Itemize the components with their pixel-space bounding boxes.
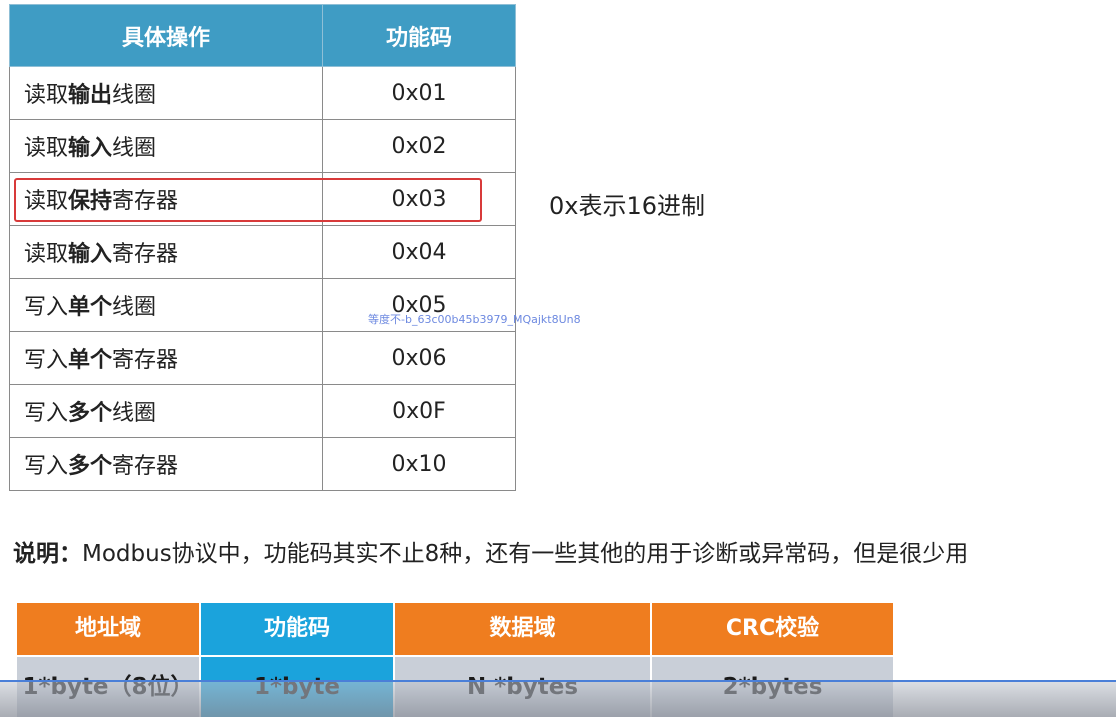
op-keyword: 输出	[68, 83, 113, 108]
op-suffix: 线圈	[112, 136, 157, 161]
op-keyword: 输入	[68, 242, 113, 267]
function-code-cell: 0x06	[322, 331, 516, 385]
table-row: 读取保持寄存器 0x03	[9, 172, 516, 226]
table-row: 写入多个线圈 0x0F	[9, 384, 516, 438]
table-row: 读取输出线圈 0x01	[9, 66, 516, 120]
function-code-cell: 0x10	[322, 437, 516, 491]
op-prefix: 读取	[24, 242, 69, 267]
op-keyword: 多个	[68, 401, 113, 426]
op-suffix: 寄存器	[112, 348, 179, 373]
op-keyword: 保持	[68, 189, 113, 214]
op-suffix: 寄存器	[112, 189, 179, 214]
op-prefix: 写入	[24, 348, 69, 373]
table-row: 读取输入寄存器 0x04	[9, 225, 516, 279]
table-row: 写入单个线圈 0x05	[9, 278, 516, 332]
frame-header-crc: CRC校验	[652, 603, 893, 655]
explanation-text: Modbus协议中，功能码其实不止8种，还有一些其他的用于诊断或异常码，但是很少…	[82, 541, 969, 567]
function-code-cell: 0x03	[322, 172, 516, 226]
function-code-table: 具体操作 功能码 读取输出线圈 0x01 读取输入线圈 0x02 读取保持寄存器…	[9, 4, 516, 491]
operation-cell: 写入多个线圈	[9, 384, 323, 438]
op-suffix: 寄存器	[112, 242, 179, 267]
operation-cell: 写入多个寄存器	[9, 437, 323, 491]
op-suffix: 线圈	[112, 295, 157, 320]
op-keyword: 单个	[68, 295, 113, 320]
function-code-cell: 0x01	[322, 66, 516, 120]
function-code-cell: 0x04	[322, 225, 516, 279]
op-suffix: 寄存器	[112, 454, 179, 479]
op-prefix: 写入	[24, 454, 69, 479]
frame-header-address: 地址域	[17, 603, 199, 655]
header-operation: 具体操作	[9, 4, 323, 67]
frame-header-data: 数据域	[395, 603, 650, 655]
op-prefix: 写入	[24, 295, 69, 320]
function-code-cell: 0x0F	[322, 384, 516, 438]
function-code-cell: 0x02	[322, 119, 516, 173]
video-progress-overlay	[0, 682, 1116, 717]
operation-cell: 读取保持寄存器	[9, 172, 323, 226]
op-prefix: 读取	[24, 189, 69, 214]
operation-cell: 读取输入线圈	[9, 119, 323, 173]
table-header-row: 具体操作 功能码	[9, 4, 516, 67]
op-prefix: 读取	[24, 136, 69, 161]
table-row: 写入单个寄存器 0x06	[9, 331, 516, 385]
function-code-cell: 0x05	[322, 278, 516, 332]
header-function-code: 功能码	[322, 4, 516, 67]
op-suffix: 线圈	[112, 401, 157, 426]
video-progress-line[interactable]	[0, 680, 1116, 682]
op-keyword: 输入	[68, 136, 113, 161]
operation-cell: 写入单个寄存器	[9, 331, 323, 385]
operation-cell: 写入单个线圈	[9, 278, 323, 332]
op-prefix: 读取	[24, 83, 69, 108]
op-prefix: 写入	[24, 401, 69, 426]
frame-header-function-code: 功能码	[201, 603, 393, 655]
explanation-line: 说明：Modbus协议中，功能码其实不止8种，还有一些其他的用于诊断或异常码，但…	[13, 534, 968, 568]
watermark: 等度不-b_63c00b45b3979_MQajkt8Un8	[368, 313, 581, 326]
op-keyword: 多个	[68, 454, 113, 479]
op-suffix: 线圈	[112, 83, 157, 108]
hex-note: 0x表示16进制	[549, 192, 706, 220]
operation-cell: 读取输出线圈	[9, 66, 323, 120]
explanation-label: 说明：	[13, 541, 82, 567]
table-row: 写入多个寄存器 0x10	[9, 437, 516, 491]
table-row: 读取输入线圈 0x02	[9, 119, 516, 173]
op-keyword: 单个	[68, 348, 113, 373]
operation-cell: 读取输入寄存器	[9, 225, 323, 279]
